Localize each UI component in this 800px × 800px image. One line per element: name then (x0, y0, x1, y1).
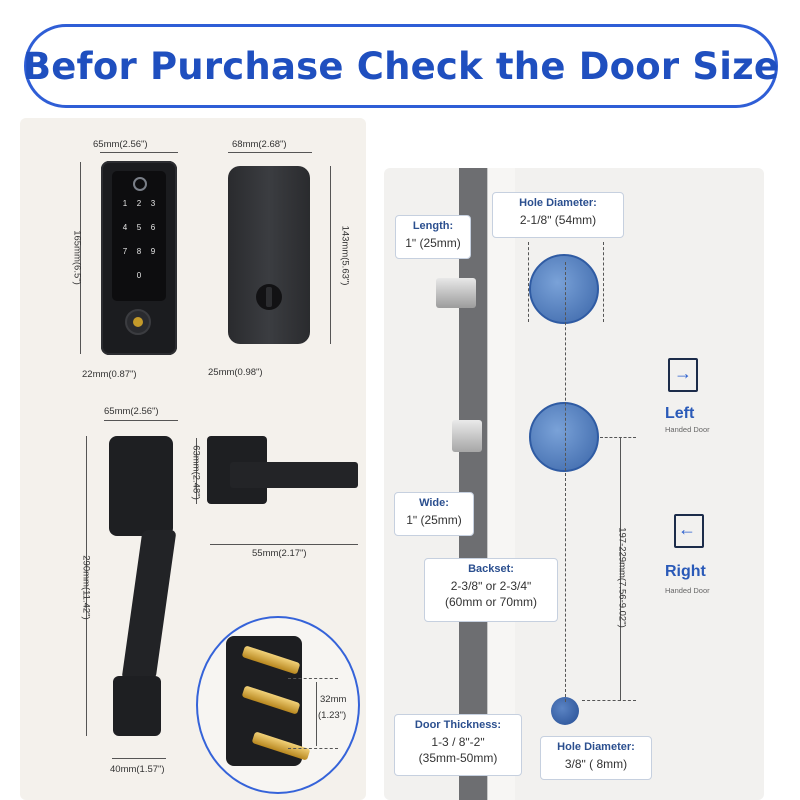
right-handed-sub: Handed Door (665, 586, 710, 595)
door-thickness-callout: Door Thickness: 1-3 / 8ʺ-2ʺ (35mm-50mm) (394, 714, 522, 776)
keypad-screen: 1 2 3 4 5 6 7 8 9 0 (112, 171, 166, 301)
screw-spacing-label: 32mm (320, 694, 347, 705)
left-handed-label: Left (665, 405, 695, 422)
screw-hole-callout: Hole Diameter: 3/8ʺ ( 8mm) (540, 736, 652, 780)
key-1: 1 (122, 199, 128, 208)
keypad-width-line (100, 152, 178, 153)
keypad-height-line (80, 162, 81, 354)
lever-height-label: 63mm(2.48ʺ) (190, 445, 202, 500)
door-edge (459, 168, 487, 800)
door-face (487, 168, 515, 800)
key-2: 2 (136, 199, 142, 208)
title-banner: Befor Purchase Check the Door Size (22, 24, 780, 108)
wide-callout: Wide: 1ʺ (25mm) (394, 492, 474, 536)
key-5: 5 (136, 223, 142, 232)
keypad-width-label: 65mm(2.56ʺ) (93, 139, 148, 150)
backplate-width-label: 68mm(2.68ʺ) (232, 139, 287, 150)
key-0: 0 (136, 271, 142, 280)
lever-length-label: 55mm(2.17ʺ) (252, 548, 307, 559)
left-handed-door-icon (668, 358, 698, 392)
screw-detail-zoom: 32mm (1.23ʺ) (196, 616, 360, 794)
backplate-width-line (228, 152, 312, 153)
right-handed-label: Right (665, 563, 706, 580)
banner-title: Befor Purchase Check the Door Size (22, 44, 780, 88)
bore-hole-top (529, 254, 599, 324)
arrow-right-icon: → (674, 363, 692, 383)
length-callout: Length: 1ʺ (25mm) (395, 215, 471, 259)
latch-bolt (436, 278, 476, 308)
keypad-depth-label: 22mm(0.87ʺ) (82, 369, 137, 380)
backplate-height-line (330, 166, 331, 344)
backplate-depth-label: 25mm(0.98ʺ) (208, 367, 263, 378)
exterior-handle-top (109, 436, 173, 536)
hole-spacing-line (620, 437, 621, 701)
handle-width-label: 65mm(2.56ʺ) (104, 406, 159, 417)
hole-spacing-label: 197-229mm(7.56-9.02ʺ) (616, 527, 628, 628)
keypad-height-label: 165mm(6.5ʺ) (71, 230, 83, 285)
fingerprint-icon (133, 177, 147, 191)
key-cylinder-icon (125, 309, 151, 335)
bore-hole-bottom (529, 402, 599, 472)
interior-backplate (228, 166, 310, 344)
strike-latch (452, 420, 482, 452)
lever-height-line (196, 438, 197, 504)
handle-base-line (112, 758, 166, 759)
arrow-left-icon: ← (678, 519, 696, 539)
exterior-handle-base (113, 676, 161, 736)
handle-height-line (86, 436, 87, 736)
key-4: 4 (122, 223, 128, 232)
screw-spacing-in-label: (1.23ʺ) (318, 710, 347, 721)
key-9: 9 (150, 247, 156, 256)
key-3: 3 (150, 199, 156, 208)
key-6: 6 (150, 223, 156, 232)
lever-length-line (210, 544, 358, 545)
left-handed-sub: Handed Door (665, 425, 710, 434)
right-handed-door-icon (674, 514, 704, 548)
thumbturn-icon (256, 284, 282, 310)
key-8: 8 (136, 247, 142, 256)
handle-width-line (104, 420, 178, 421)
interior-lever-arm (230, 462, 358, 488)
handle-height-label: 290mm(11.42ʺ) (80, 555, 92, 620)
backplate-height-label: 143mm(5.63ʺ) (339, 225, 351, 286)
handle-base-label: 40mm(1.57ʺ) (110, 764, 165, 775)
keypad-lock: 1 2 3 4 5 6 7 8 9 0 (101, 161, 177, 355)
hole-diameter-callout: Hole Diameter: 2-1/8ʺ (54mm) (492, 192, 624, 238)
key-7: 7 (122, 247, 128, 256)
backset-callout: Backset: 2-3/8ʺ or 2-3/4ʺ (60mm or 70mm) (424, 558, 558, 622)
